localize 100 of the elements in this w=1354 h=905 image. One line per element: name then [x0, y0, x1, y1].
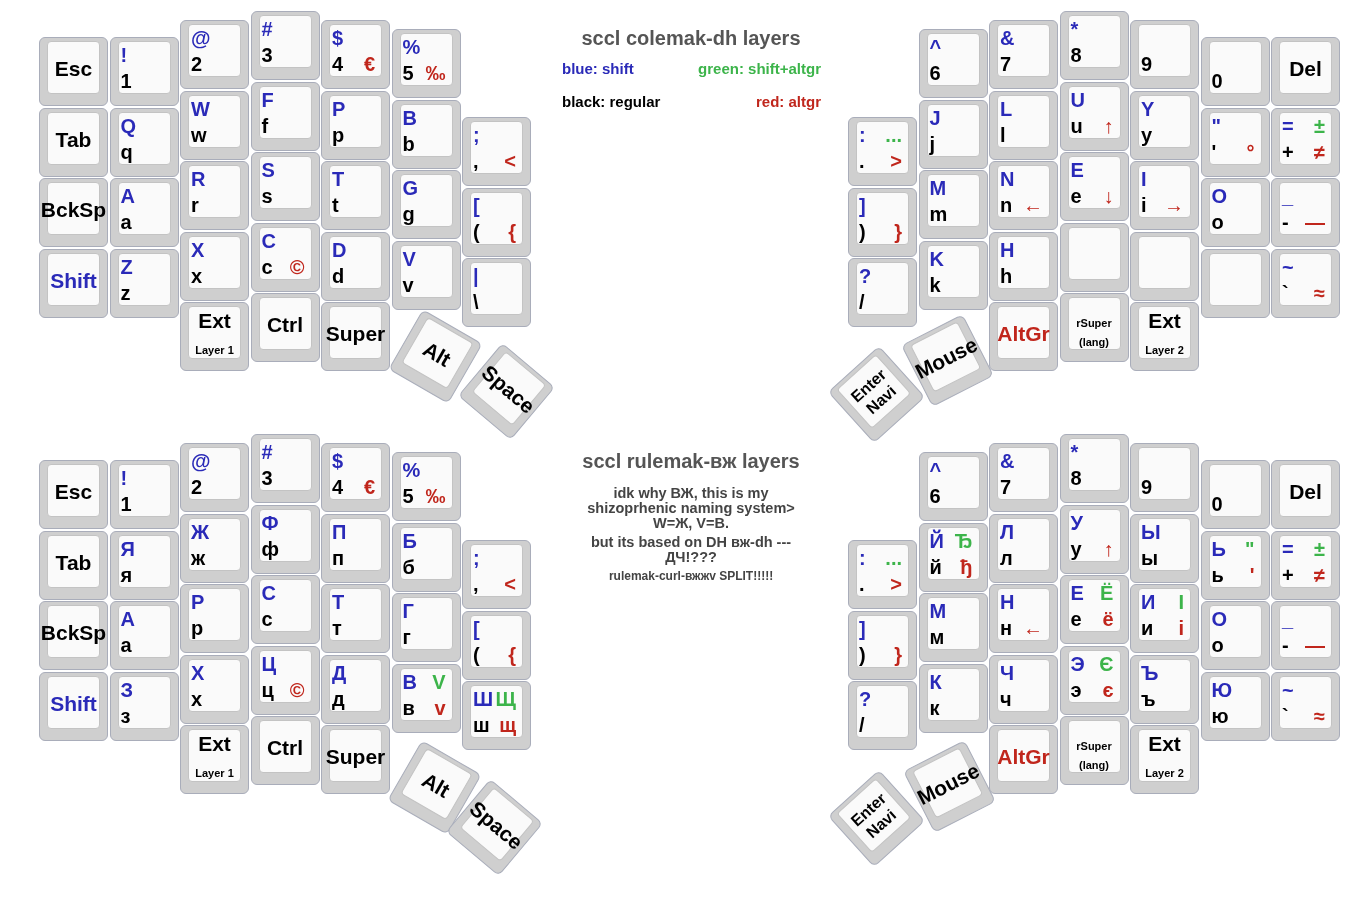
shift-legend: ] [859, 194, 866, 218]
note-text: but its based on DH вж-dh --- ДЧ!??? [589, 535, 793, 565]
base-legend: c [261, 255, 273, 279]
shift-legend: ; [473, 547, 480, 570]
shift-legend: I [1141, 168, 1147, 191]
altgr-legend: ' [1249, 563, 1255, 587]
base-legend: в [402, 696, 415, 720]
base-legend: ь [1211, 563, 1224, 587]
keycap [39, 671, 108, 741]
shift-legend: % [402, 459, 421, 482]
base-legend: э [1070, 678, 1082, 702]
base-legend: ч [1000, 687, 1012, 711]
shift-legend: R [191, 168, 206, 191]
base-legend: ц [261, 678, 274, 702]
base-legend: я [120, 563, 133, 587]
shift-legend: Ы [1141, 520, 1161, 544]
shift-legend: " [1211, 114, 1221, 138]
shift-legend: = [1282, 114, 1294, 138]
layer-title: sccl rulemak-вж layers [581, 449, 801, 473]
base-legend: \ [473, 291, 479, 314]
shift-legend: = [1282, 537, 1294, 561]
base-legend: ) [859, 220, 866, 244]
shift-legend: ? [859, 688, 872, 711]
keycap [918, 170, 988, 239]
keycap [391, 593, 461, 662]
keycap [180, 443, 249, 512]
base-legend: й [929, 555, 942, 579]
shift-legend: Р [191, 591, 205, 614]
shift-legend: ! [120, 467, 128, 490]
base-legend: 4 [332, 476, 344, 499]
base-legend: д [332, 687, 345, 711]
key-label: Tab [55, 127, 92, 152]
keycap [1200, 460, 1270, 529]
keycap [109, 178, 179, 247]
base-legend: / [859, 714, 865, 737]
base-legend: р [191, 617, 204, 640]
base-legend: и [1141, 617, 1154, 640]
key-label: Ctrl [266, 313, 304, 337]
base-legend: н [1000, 617, 1013, 640]
keycap [109, 460, 179, 529]
base-legend: 9 [1141, 476, 1153, 499]
base-legend: ) [859, 643, 866, 667]
base-legend: o [1211, 211, 1224, 234]
keycap [180, 654, 249, 724]
keycap [1059, 434, 1129, 503]
shift-legend: ~ [1282, 678, 1294, 702]
key-label: Ext [198, 309, 231, 332]
altgr-legend: < [504, 150, 516, 173]
base-legend: с [261, 608, 273, 631]
base-legend: 0 [1211, 493, 1223, 516]
shift-legend: : [859, 547, 866, 570]
base-legend: 2 [191, 53, 203, 76]
shift-altgr-legend: V [432, 670, 446, 694]
key-label: AltGr [997, 322, 1050, 346]
shift-legend: & [1000, 27, 1015, 50]
shift-legend: С [261, 582, 276, 605]
base-legend: g [402, 203, 415, 226]
base-legend: 9 [1141, 53, 1153, 76]
keycap [109, 37, 179, 106]
base-legend: r [191, 194, 199, 217]
layer-caption: Layer 1 [195, 767, 234, 780]
shift-legend: [ [473, 617, 480, 641]
shift-legend: M [929, 177, 947, 200]
keycap [1200, 601, 1270, 670]
layer-caption: Layer 2 [1145, 344, 1184, 357]
base-legend: 7 [1000, 476, 1012, 499]
keycap [1271, 37, 1340, 106]
altgr-legend: ↓ [1103, 185, 1114, 208]
keycap [109, 671, 179, 741]
keycap [1200, 530, 1270, 600]
base-legend: w [191, 123, 207, 147]
layer-caption: Layer 1 [195, 344, 234, 357]
altgr-legend: і [1178, 617, 1184, 640]
keycap [1200, 671, 1270, 741]
shift-legend: X [191, 238, 205, 262]
keycap [391, 29, 461, 98]
key-label: Shift [50, 268, 97, 293]
keycap [462, 258, 531, 327]
keycap [1059, 81, 1129, 151]
keycap [250, 434, 320, 503]
keycap [848, 610, 917, 680]
note-text: rulemak-curl-вжжv SPLIT!!!!! [607, 569, 775, 583]
shift-legend: @ [191, 450, 211, 473]
base-legend: ( [473, 220, 480, 244]
altgr-legend: — [1305, 634, 1325, 657]
base-legend: t [332, 194, 339, 217]
shift-legend: N [1000, 168, 1015, 191]
shift-legend: [ [473, 194, 480, 218]
keycap [1130, 90, 1199, 160]
shift-legend: U [1070, 88, 1085, 112]
altgr-legend: ‰ [425, 485, 446, 508]
key-label: BckSp [40, 621, 107, 645]
shift-legend: # [261, 18, 273, 41]
keycap [321, 513, 390, 583]
keycap [391, 452, 461, 521]
shift-legend: Т [332, 591, 345, 614]
altgr-legend: щ [499, 714, 516, 737]
keycap [989, 725, 1058, 794]
shift-legend: T [332, 168, 345, 191]
keycap [1059, 222, 1129, 292]
